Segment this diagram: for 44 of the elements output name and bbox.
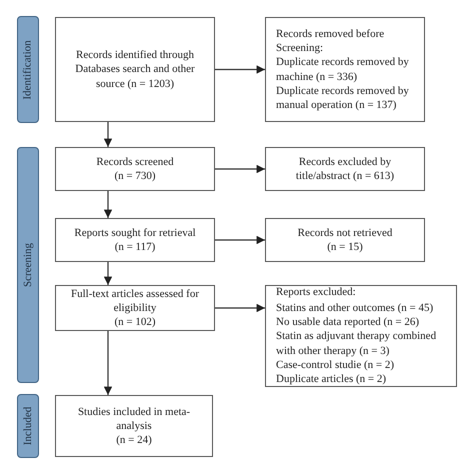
phase-label: Screening bbox=[22, 243, 34, 287]
box-text: Statin as adjuvant therapy combined with other therapy (n = 3) bbox=[276, 329, 438, 358]
process-box bbox=[55, 147, 215, 191]
phase-band bbox=[17, 16, 39, 123]
phase-label: Identification bbox=[22, 40, 34, 100]
arrow bbox=[215, 236, 265, 244]
arrow bbox=[104, 262, 112, 285]
arrow bbox=[104, 191, 112, 218]
arrow bbox=[215, 65, 265, 74]
box-text: Records not retrieved bbox=[298, 226, 392, 240]
box-text: Duplicate articles (n = 2) bbox=[276, 372, 386, 387]
box-text: Statins and other outcomes (n = 45) bbox=[276, 300, 434, 316]
box-text: (n = 24) bbox=[116, 433, 152, 448]
phase-label: Included bbox=[22, 406, 34, 446]
phase-band bbox=[17, 394, 39, 458]
box-text: Duplicate records removed by manual operation (n = 137) bbox=[276, 84, 410, 112]
box-text: Records removed before Screening: bbox=[276, 26, 386, 56]
box-text: (n = 117) bbox=[114, 240, 156, 254]
box-text: Reports excluded: bbox=[276, 285, 356, 300]
box-text: (n = 102) bbox=[114, 315, 156, 330]
process-box bbox=[265, 285, 457, 387]
process-box bbox=[55, 17, 215, 122]
arrow bbox=[104, 122, 112, 147]
box-text: No usable data reported (n = 26) bbox=[276, 315, 420, 330]
process-box bbox=[265, 17, 425, 122]
box-text: (n = 730) bbox=[114, 169, 156, 184]
box-text: Reports sought for retrieval bbox=[74, 226, 196, 240]
box-text: (n = 15) bbox=[327, 240, 363, 254]
box-text: Studies included in meta-analysis bbox=[76, 404, 192, 434]
process-box bbox=[55, 285, 215, 331]
box-text: Full-text articles assessed for eligibility bbox=[70, 286, 200, 316]
process-box bbox=[265, 147, 425, 191]
arrow bbox=[104, 331, 112, 395]
arrow bbox=[215, 164, 265, 174]
box-text: Case-control studie (n = 2) bbox=[276, 358, 394, 372]
process-box bbox=[55, 218, 215, 262]
box-text: Records excluded by title/abstract (n = 613) bbox=[294, 154, 396, 184]
box-text: Duplicate records removed by machine (n = 336) bbox=[276, 55, 410, 84]
arrow bbox=[215, 304, 265, 312]
box-text: Records screened bbox=[96, 154, 174, 169]
process-box bbox=[265, 218, 425, 262]
box-text: Records identified through Databases search and other source (n = 1203) bbox=[74, 48, 196, 91]
process-box bbox=[55, 395, 213, 457]
phase-band bbox=[17, 147, 39, 383]
